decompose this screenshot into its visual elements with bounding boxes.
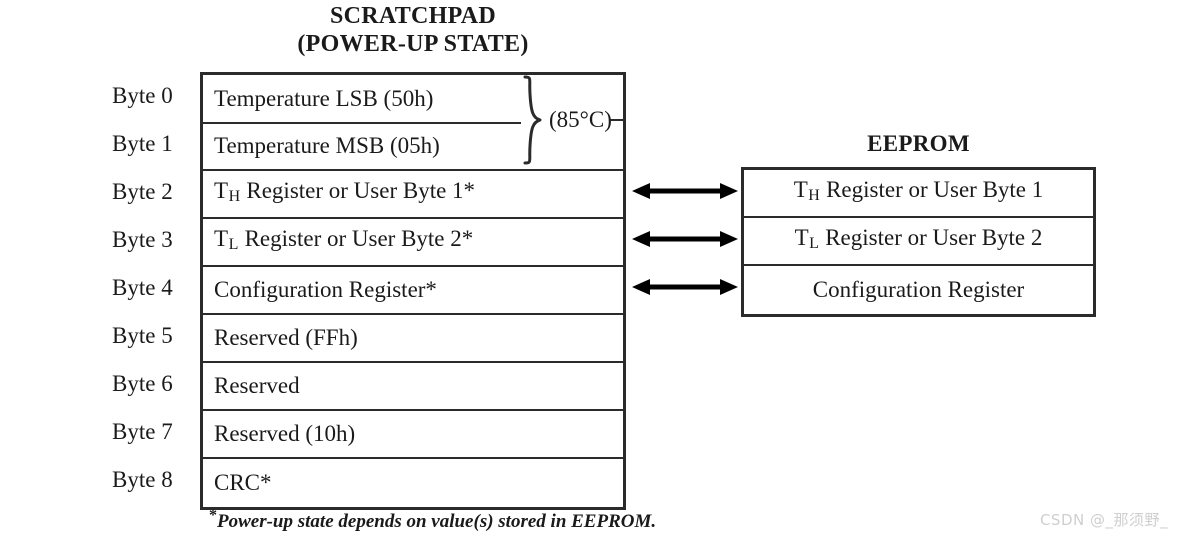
tl-prefix: T	[214, 225, 229, 251]
byte-label-5: Byte 5	[112, 323, 173, 348]
byte-label-7: Byte 7	[112, 419, 173, 444]
scratchpad-row-byte2: TH Register or User Byte 1*	[203, 171, 623, 219]
bidirectional-arrow-th-icon	[632, 183, 738, 199]
scratchpad-row-byte1: Temperature MSB (05h)	[203, 123, 623, 171]
eeprom-table: TH Register or User Byte 1 TL Register o…	[741, 167, 1096, 317]
bidirectional-arrow-tl-icon	[632, 231, 738, 247]
th-subscript: H	[228, 188, 241, 206]
temperature-leader-dash	[610, 119, 624, 121]
scratchpad-cell-byte2: TH Register or User Byte 1*	[203, 178, 475, 211]
scratchpad-cell-byte4: Configuration Register*	[214, 277, 437, 302]
footnote-text: Power-up state depends on value(s) store…	[217, 511, 657, 533]
scratchpad-cell-byte0: Temperature LSB (50h)	[214, 86, 434, 111]
byte-label-column: Byte 0 Byte 1 Byte 2 Byte 3 Byte 4 Byte …	[112, 72, 196, 504]
scratchpad-table: Temperature LSB (50h) Temperature MSB (0…	[200, 72, 626, 510]
ee-tl-suffix: Register or User Byte 2	[819, 224, 1043, 250]
eeprom-row-th: TH Register or User Byte 1	[744, 170, 1093, 218]
bidirectional-arrow-config-icon	[632, 279, 738, 295]
scratchpad-row-byte5: Reserved (FFh)	[203, 315, 623, 363]
scratchpad-title-line2: (POWER-UP STATE)	[297, 31, 529, 57]
byte-label-8: Byte 8	[112, 467, 173, 492]
th-prefix: T	[214, 177, 229, 203]
footnote-marker: *	[209, 507, 217, 524]
scratchpad-row-byte4: Configuration Register*	[203, 267, 623, 315]
th-suffix: Register or User Byte 1*	[240, 177, 476, 203]
ee-th-suffix: Register or User Byte 1	[820, 176, 1044, 202]
eeprom-cell-tl: TL Register or User Byte 2	[795, 225, 1043, 258]
scratchpad-row-byte6: Reserved	[203, 363, 623, 411]
byte-label-1: Byte 1	[112, 131, 173, 156]
ee-tl-prefix: T	[794, 224, 809, 250]
scratchpad-cell-byte5: Reserved (FFh)	[214, 325, 358, 350]
eeprom-row-config: Configuration Register	[744, 266, 1093, 314]
scratchpad-row-byte8: CRC*	[203, 459, 623, 507]
scratchpad-row-byte3: TL Register or User Byte 2*	[203, 219, 623, 267]
eeprom-cell-th: TH Register or User Byte 1	[794, 177, 1044, 210]
scratchpad-cell-byte7: Reserved (10h)	[214, 421, 356, 446]
csdn-watermark: CSDN @_那须野_	[1039, 511, 1168, 529]
byte-label-2: Byte 2	[112, 179, 173, 204]
tl-subscript: L	[228, 236, 239, 254]
temperature-annotation: (85°C)	[549, 107, 612, 132]
eeprom-row-tl: TL Register or User Byte 2	[744, 218, 1093, 266]
ee-tl-subscript: L	[809, 235, 819, 253]
byte-label-6: Byte 6	[112, 371, 173, 396]
ee-th-subscript: H	[808, 187, 820, 205]
eeprom-title: EEPROM	[867, 131, 970, 156]
byte-label-0: Byte 0	[112, 83, 173, 108]
eeprom-cell-config: Configuration Register	[812, 277, 1025, 302]
scratchpad-row-byte7: Reserved (10h)	[203, 411, 623, 459]
scratchpad-cell-byte3: TL Register or User Byte 2*	[203, 226, 473, 259]
byte-label-3: Byte 3	[112, 227, 173, 252]
scratchpad-title-line1: SCRATCHPAD	[329, 3, 497, 29]
scratchpad-row-byte0: Temperature LSB (50h)	[203, 75, 623, 124]
byte-label-4: Byte 4	[112, 275, 173, 300]
scratchpad-cell-byte6: Reserved	[214, 373, 300, 398]
ee-th-prefix: T	[793, 176, 808, 202]
scratchpad-cell-byte8: CRC*	[214, 470, 272, 495]
scratchpad-cell-byte1: Temperature MSB (05h)	[214, 133, 440, 158]
footnote: *Power-up state depends on value(s) stor…	[209, 505, 656, 533]
tl-suffix: Register or User Byte 2*	[238, 225, 474, 251]
